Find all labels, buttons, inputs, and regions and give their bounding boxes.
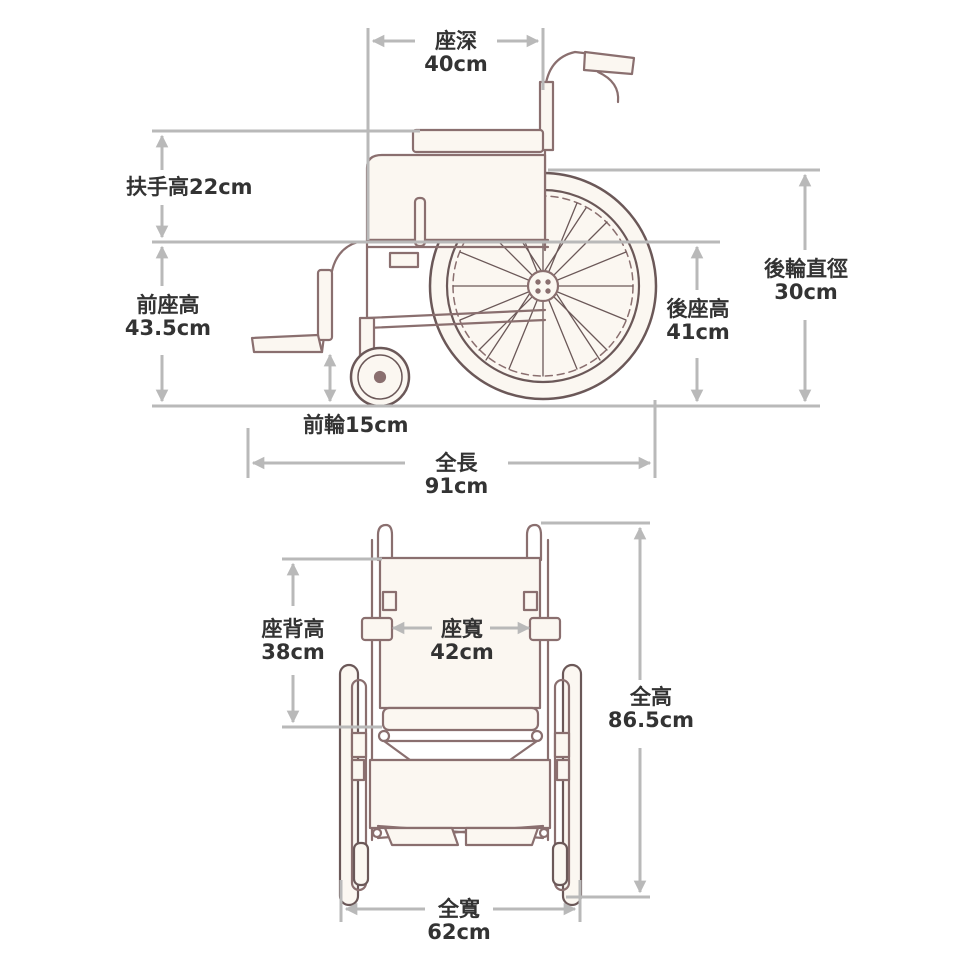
backrest-height-label: 座背高 38cm: [248, 617, 338, 665]
overall-height-label: 全高 86.5cm: [605, 685, 697, 733]
side-view-dimensions: [152, 28, 820, 478]
backrest-height-title: 座背高: [261, 617, 325, 641]
footplate: [250, 333, 324, 354]
overall-height-title: 全高: [630, 685, 672, 709]
rear-seat-height-value: 41cm: [666, 320, 730, 345]
seat-width-value: 42cm: [430, 640, 494, 665]
overall-length-value: 91cm: [424, 474, 489, 499]
left-armrest: [360, 616, 394, 642]
left-caster: [352, 841, 370, 887]
seat-cushion: [381, 706, 540, 732]
front-wheel-label: 前輪15cm: [303, 413, 409, 437]
right-armrest: [528, 616, 562, 642]
rear-seat-height-label: 後座高 41cm: [650, 297, 746, 345]
rear-wheel-diameter-title: 後輪直徑: [764, 257, 848, 281]
armrest-height-label: 扶手高22cm: [126, 175, 253, 199]
left-push-handle: [376, 523, 394, 562]
seat-width-title: 座寬: [441, 617, 483, 641]
wheel-lock: [413, 196, 427, 248]
right-footplate: [464, 826, 540, 847]
leg-support-panel: [368, 758, 552, 830]
front-seat-height-title: 前座高: [136, 293, 200, 317]
front-seat-height-label: 前座高 43.5cm: [118, 293, 218, 341]
seat-width-label: 座寬 42cm: [426, 617, 498, 665]
right-push-handle: [525, 523, 543, 562]
rear-seat-height-title: 後座高: [666, 297, 730, 321]
overall-width-title: 全寬: [438, 897, 480, 921]
front-view-wheelchair: [338, 523, 583, 907]
overall-width-label: 全寬 62cm: [424, 897, 494, 945]
rear-wheel-diameter-label: 後輪直徑 30cm: [745, 257, 867, 305]
front-seat-height-value: 43.5cm: [124, 316, 212, 341]
armrest-pad: [411, 128, 545, 154]
backrest-height-value: 38cm: [261, 640, 325, 665]
overall-length-label: 全長 91cm: [405, 451, 508, 499]
right-caster: [551, 841, 569, 887]
handle-grip: [582, 50, 636, 76]
side-skirt: [365, 153, 547, 242]
overall-height-value: 86.5cm: [607, 708, 695, 733]
front-view-dimensions: [282, 521, 650, 922]
left-footplate: [383, 826, 460, 847]
rear-wheel-diameter-value: 30cm: [774, 280, 838, 305]
seat-depth-value: 40cm: [424, 52, 488, 77]
side-view-wheelchair: [250, 50, 658, 408]
seat-depth-label: 座深 40cm: [415, 29, 497, 77]
brake-lever: [596, 70, 620, 104]
backrest-panel: [378, 556, 542, 710]
overall-width-value: 62cm: [427, 920, 491, 945]
seat-depth-title: 座深: [435, 29, 477, 53]
overall-length-title: 全長: [435, 451, 478, 475]
